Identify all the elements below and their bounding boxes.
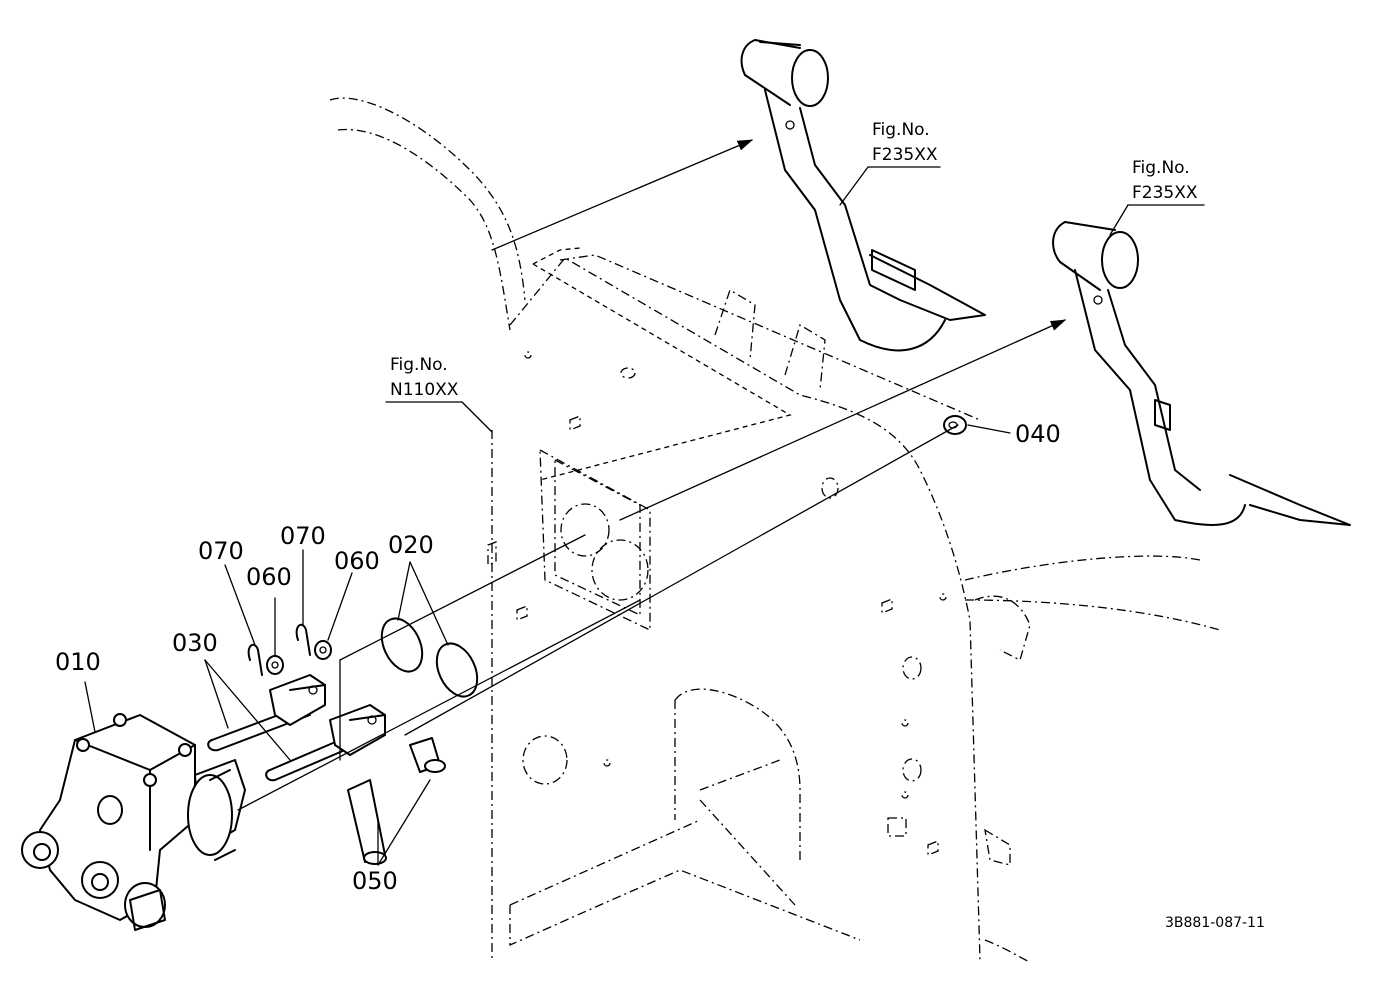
part-label-010: 010: [55, 648, 101, 676]
leader-lines: [84, 424, 1011, 866]
brake-pedal-upper: [740, 39, 986, 352]
arrow-to-pedal-upper: [491, 139, 754, 251]
figure-ref-title: Fig.No.: [1132, 158, 1190, 178]
frame-outline: [329, 97, 1221, 963]
master-cylinder: [21, 713, 246, 931]
part-label-070-right: 070: [280, 522, 326, 550]
part-label-030: 030: [172, 629, 218, 657]
arrow-to-pedal-lower: [619, 319, 1067, 521]
washers: [266, 640, 332, 675]
figure-ref-code: N110XX: [390, 380, 459, 400]
part-label-020: 020: [388, 531, 434, 559]
part-label-050: 050: [352, 867, 398, 895]
o-ring-2: [435, 642, 479, 698]
figure-ref-title: Fig.No.: [872, 120, 930, 140]
figure-ref-frame: Fig.No. N110XX: [385, 355, 493, 433]
figure-ref-lower-pedal: Fig.No. F235XX: [1109, 158, 1205, 236]
drawing-code: 3B881-087-11: [1165, 915, 1265, 931]
figure-ref-upper-pedal: Fig.No. F235XX: [839, 120, 941, 206]
o-ring-1: [380, 617, 424, 673]
figure-ref-title: Fig.No.: [390, 355, 448, 375]
part-label-060-right: 060: [334, 547, 380, 575]
figure-ref-code: F235XX: [1132, 183, 1198, 203]
cotter-pins: [247, 623, 311, 676]
mounting-area-outline: [532, 263, 792, 481]
part-label-060-left: 060: [246, 563, 292, 591]
part-label-040: 040: [1015, 420, 1061, 448]
clevis-right: [329, 704, 386, 756]
clevis-left: [269, 674, 326, 726]
brake-pedal-lower: [1052, 221, 1351, 526]
figure-ref-code: F235XX: [872, 145, 938, 165]
part-label-070-left: 070: [198, 537, 244, 565]
clevis-pins: [347, 737, 446, 865]
